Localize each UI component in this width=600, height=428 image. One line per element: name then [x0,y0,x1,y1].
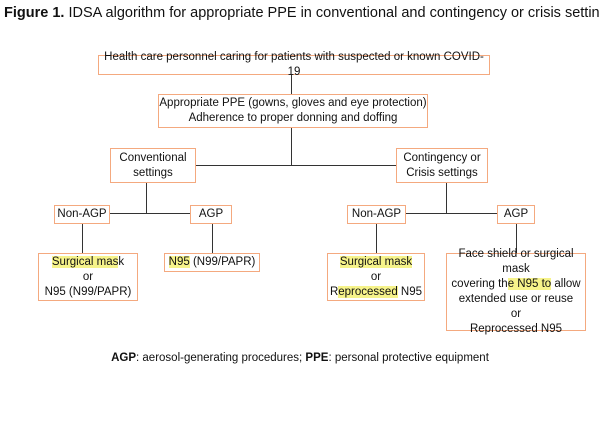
leaf3-line3-highlight: eprocessed [338,285,398,298]
connector-conv-down [146,183,148,213]
connector-root-ppe [291,74,293,94]
node-cont-agp: AGP [497,205,535,224]
connector-leaf3 [376,224,378,254]
leaf1-line3: N95 (N99/PAPR) [44,285,132,298]
leaf3-line2: or [370,270,382,283]
node-root-text: Health care personnel caring for patient… [104,51,484,78]
node-cont-agp-text: AGP [503,208,529,220]
leaf-cont-agp: Face shield or surgical mask covering th… [446,248,586,335]
node-ppe-line2: Adherence to proper donning and doffing [188,112,398,124]
node-conv-nonagp: Non-AGP [54,205,110,224]
node-conv-agp-text: AGP [198,208,224,220]
footnote-agp-def: : aerosol-generating procedures; [136,352,306,364]
connector-cont-horizontal [406,213,497,215]
leaf3-line3: Reprocessed N95 [330,285,422,300]
leaf4-line3: extended use or reuse [458,293,574,305]
leaf-cont-nonagp: Surgical mask or Reprocessed N95 [327,253,425,301]
node-root: Health care personnel caring for patient… [98,51,490,78]
node-contingency: Contingency or Crisis settings [396,148,488,183]
footnote-agp-abbr: AGP [111,352,137,364]
figure-label: Figure 1. [4,5,65,21]
node-ppe: Appropriate PPE (gowns, gloves and eye p… [158,94,428,128]
leaf2-rest: (N99/PAPR) [189,256,256,268]
leaf3-line1: Surgical mask [339,255,413,270]
node-conventional-line1: Conventional [119,151,187,164]
leaf4-line2-pre: covering th [451,278,508,290]
connector-cont-down [446,183,448,213]
node-conv-nonagp-text: Non-AGP [57,208,107,220]
leaf2-highlight: N95 [168,256,190,268]
node-conventional-line2: settings [133,166,173,179]
leaf3-line3-post: N95 [397,285,423,298]
figure-title: Figure 1. IDSA algorithm for appropriate… [4,5,600,21]
leaf4-line2-post: allow [551,278,581,290]
node-conv-agp: AGP [190,205,232,224]
leaf1-line1: Surgical mask [51,255,125,270]
connector-ppe-down [291,127,293,165]
node-cont-nonagp: Non-AGP [347,205,406,224]
footnote-ppe-abbr: PPE [305,352,329,364]
leaf4-line1: Face shield or surgical mask [458,248,574,275]
leaf4-line2-highlight: e N95 to [507,278,552,290]
figure-title-text: IDSA algorithm for appropriate PPE in co… [68,5,600,21]
node-contingency-line2: Crisis settings [406,166,478,179]
leaf4-line2: covering the N95 to allow [451,277,581,292]
node-cont-nonagp-text: Non-AGP [351,208,402,220]
connector-leaf2 [212,224,214,254]
leaf4-line4: or [510,308,522,320]
leaf4-line5: Reprocessed N95 [469,323,563,335]
footnote: AGP: aerosol-generating procedures; PPE:… [0,352,600,364]
leaf-conv-nonagp: Surgical mask or N95 (N99/PAPR) [38,253,138,301]
leaf3-highlight: Surgical mask [339,255,413,268]
leaf-conv-agp: N95 (N99/PAPR) [164,253,260,272]
connector-leaf4 [516,224,518,254]
connector-conv-horizontal [110,213,190,215]
connector-leaf1 [82,224,84,254]
leaf1-line2: or [82,270,94,283]
leaf2-line1: N95 (N99/PAPR) [168,255,256,270]
leaf1-rest: k [118,255,125,268]
node-contingency-line1: Contingency or [403,151,481,164]
leaf1-highlight: Surgical mas [51,255,119,268]
node-conventional: Conventional settings [110,148,196,183]
leaf3-line3-pre: R [329,285,339,298]
connector-split-horizontal [196,165,396,167]
footnote-ppe-def: : personal protective equipment [328,352,489,364]
node-ppe-line1: Appropriate PPE (gowns, gloves and eye p… [159,97,427,109]
